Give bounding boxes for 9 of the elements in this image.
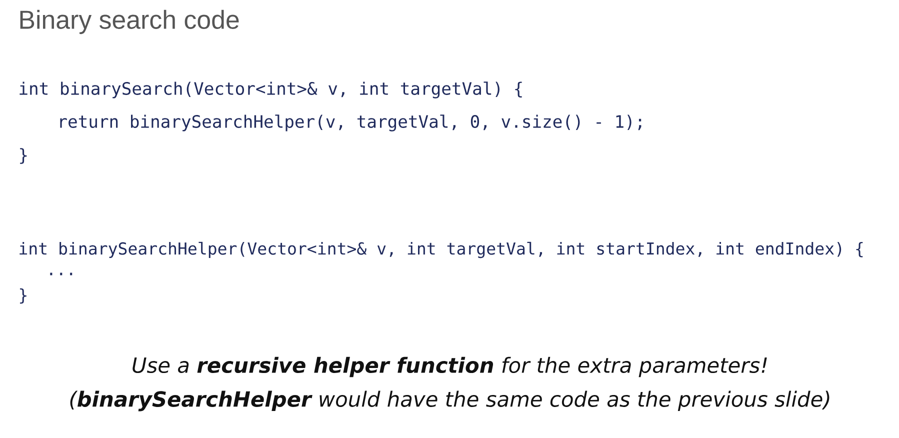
note-text: (binarySearchHelper would have the same code as the previous slide)	[70, 390, 830, 412]
code-line: }	[20, 288, 26, 304]
code-line: }	[20, 148, 27, 164]
code-line: ...	[50, 272, 72, 276]
slide-title: Binary search code	[20, 10, 239, 34]
code-line: int binarySearchHelper(Vector<int>& v, int targetVal, int startIndex, int endIndex) {	[20, 242, 863, 258]
code-line: return binarySearchHelper(v, targetVal, 0, v.size() - 1);	[60, 114, 642, 132]
code-line: int binarySearch(Vector<int>& v, int targetVal) {	[20, 82, 522, 98]
note-text: Use a recursive helper function for the extra parameters!	[132, 356, 767, 378]
